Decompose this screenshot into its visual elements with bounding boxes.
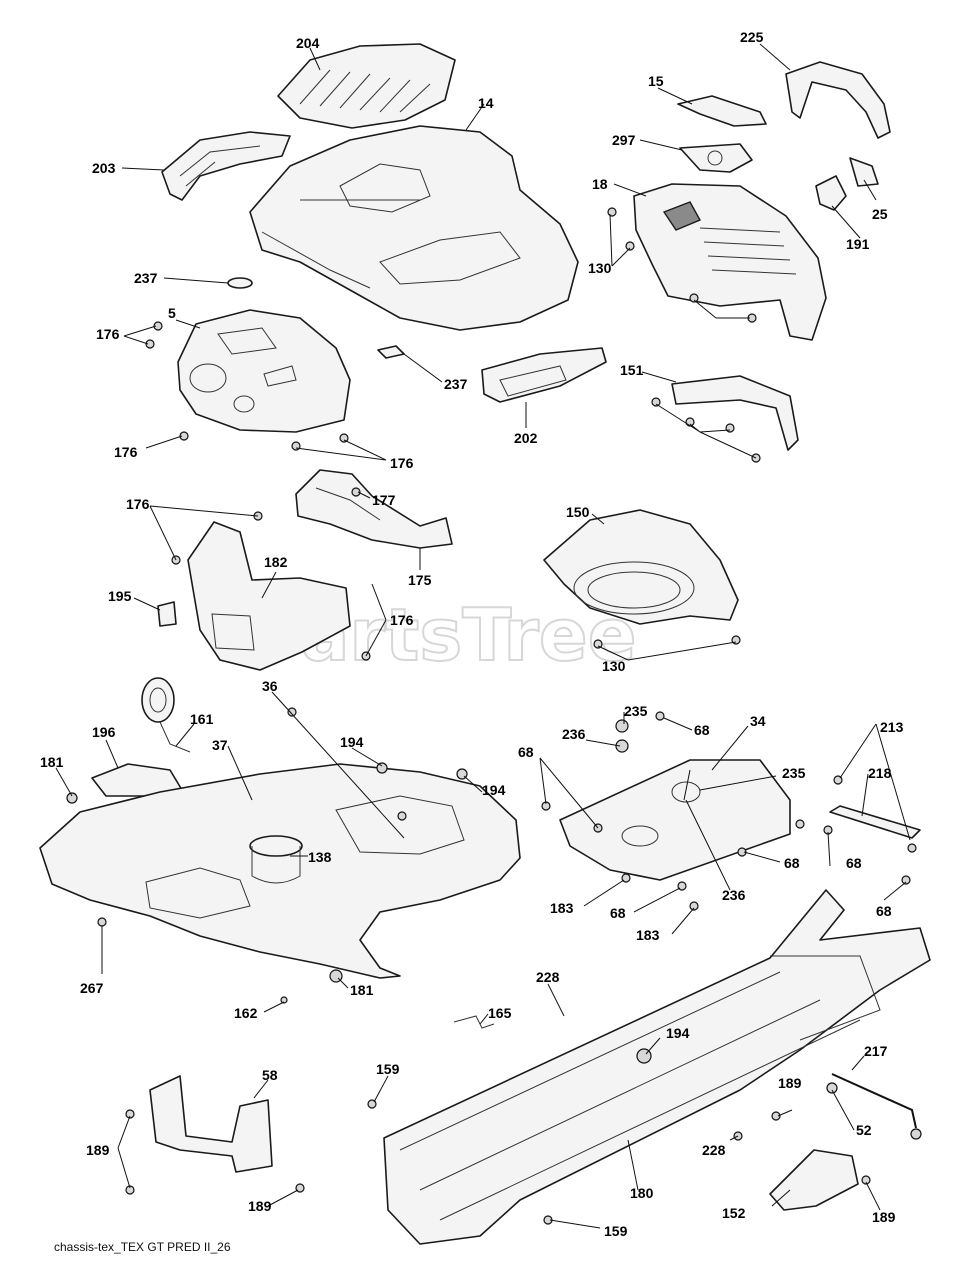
callout: 228 <box>536 969 560 985</box>
callout: 130 <box>588 260 612 276</box>
callout: 68 <box>876 903 892 919</box>
part-165 <box>453 1015 495 1029</box>
callout: 217 <box>864 1043 888 1059</box>
callout: 159 <box>376 1061 400 1077</box>
callout: 189 <box>86 1142 110 1158</box>
callout: 161 <box>190 711 214 727</box>
callout: 203 <box>92 160 116 176</box>
callout: 68 <box>610 905 626 921</box>
part-151-bracket <box>671 375 799 451</box>
callout: 152 <box>722 1205 746 1221</box>
callout: 191 <box>846 236 870 252</box>
callout: 213 <box>880 719 904 735</box>
part-5-dash-panel <box>177 309 351 433</box>
callout: 150 <box>566 504 590 520</box>
callout: 196 <box>92 724 116 740</box>
part-15-bracket <box>677 95 767 127</box>
part-204-hood-cover <box>277 43 456 129</box>
diagram-code: chassis-tex_TEX GT PRED II_26 <box>54 1240 231 1254</box>
callout: 228 <box>702 1142 726 1158</box>
callout: 183 <box>636 927 660 943</box>
callout: 68 <box>694 722 710 738</box>
callout: 218 <box>868 765 892 781</box>
part-237-plug <box>227 277 253 289</box>
callout: 15 <box>648 73 664 89</box>
callout: 176 <box>114 444 138 460</box>
leader-lines <box>55 43 911 1229</box>
part-203-handle <box>161 131 291 201</box>
callout: 297 <box>612 132 636 148</box>
callout: 189 <box>872 1209 896 1225</box>
callout: 194 <box>340 734 364 750</box>
callout: 68 <box>518 744 534 760</box>
callout: 175 <box>408 572 432 588</box>
callout: 194 <box>482 782 506 798</box>
part-25 <box>849 157 879 187</box>
callout: 204 <box>296 35 320 51</box>
part-225-trim <box>785 61 891 139</box>
part-34-plate <box>559 759 791 881</box>
callout: 34 <box>750 713 766 729</box>
callout: 138 <box>308 849 332 865</box>
callout: 237 <box>134 270 158 286</box>
callout-labels: 204 14 15 225 297 203 18 25 191 237 130 … <box>40 29 904 1239</box>
callout: 159 <box>604 1223 628 1239</box>
callout: 68 <box>846 855 862 871</box>
callout: 5 <box>168 305 176 321</box>
callout: 182 <box>264 554 288 570</box>
callout: 181 <box>350 982 374 998</box>
callout: 176 <box>390 455 414 471</box>
callout: 267 <box>80 980 104 996</box>
callout: 58 <box>262 1067 278 1083</box>
part-191 <box>815 175 847 211</box>
part-237-lower <box>377 345 405 359</box>
part-297 <box>679 143 753 173</box>
callout: 165 <box>488 1005 512 1021</box>
callout: 195 <box>108 588 132 604</box>
callout: 202 <box>514 430 538 446</box>
callout: 151 <box>620 362 644 378</box>
callout: 36 <box>262 678 278 694</box>
part-14-hood <box>249 125 579 331</box>
callout: 18 <box>592 176 608 192</box>
part-217-rod <box>831 1073 917 1129</box>
callout: 225 <box>740 29 764 45</box>
callout: 189 <box>778 1075 802 1091</box>
callout: 189 <box>248 1198 272 1214</box>
callout: 52 <box>856 1122 872 1138</box>
part-58-bracket <box>149 1075 273 1173</box>
callout: 37 <box>212 737 228 753</box>
callout: 181 <box>40 754 64 770</box>
part-180-frame <box>383 889 931 1245</box>
callout: 194 <box>666 1025 690 1041</box>
part-161-switch <box>141 677 191 753</box>
callout: 176 <box>126 496 150 512</box>
part-152-guard <box>769 1149 859 1211</box>
callout: 236 <box>562 726 586 742</box>
part-18-grille <box>633 183 827 341</box>
callout: 25 <box>872 206 888 222</box>
callout: 236 <box>722 887 746 903</box>
part-150-shroud <box>543 509 739 625</box>
callout: 177 <box>372 492 396 508</box>
part-175-bracket <box>295 469 453 549</box>
callout: 235 <box>782 765 806 781</box>
callout: 162 <box>234 1005 258 1021</box>
part-202 <box>481 347 607 403</box>
callout: 68 <box>784 855 800 871</box>
callout: 237 <box>444 376 468 392</box>
part-218-bar <box>829 805 921 839</box>
callout: 176 <box>390 612 414 628</box>
callout: 176 <box>96 326 120 342</box>
callout: 183 <box>550 900 574 916</box>
callout: 14 <box>478 95 494 111</box>
part-195-clip <box>157 601 177 627</box>
callout: 235 <box>624 703 648 719</box>
part-182-lower-panel <box>187 521 351 671</box>
callout: 130 <box>602 658 626 674</box>
callout: 180 <box>630 1185 654 1201</box>
